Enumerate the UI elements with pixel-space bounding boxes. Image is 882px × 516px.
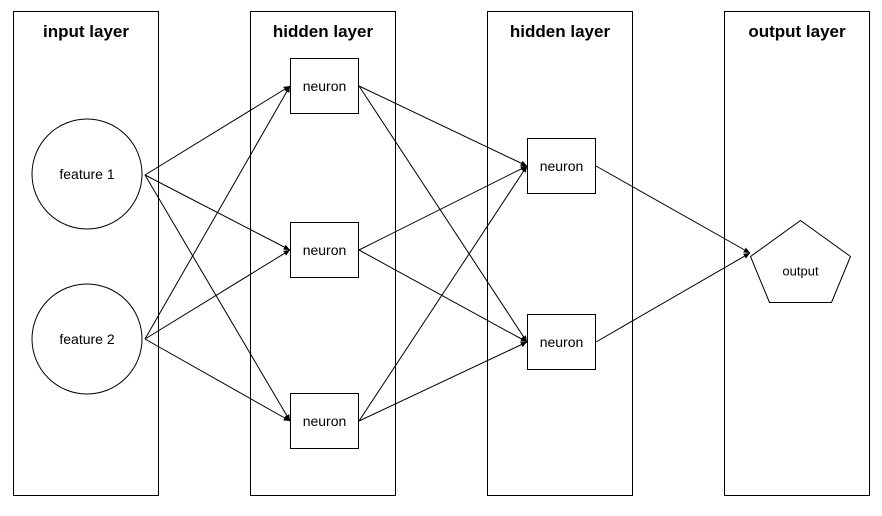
- edge-h1a-to-h2a: [358, 85, 528, 167]
- node-hidden-1-b: neuron: [290, 222, 359, 278]
- layer-title: hidden layer: [273, 22, 374, 41]
- node-label: feature 2: [59, 331, 114, 347]
- node-pentagon: [749, 219, 852, 303]
- layer-title: hidden layer: [510, 22, 611, 41]
- edge-h2b-to-output: [595, 252, 751, 343]
- edge-h1a-to-h2b: [358, 85, 528, 343]
- node-circle: [31, 283, 143, 395]
- node-hidden-1-a: neuron: [290, 58, 359, 114]
- layer-box: [487, 11, 633, 496]
- node-label: neuron: [540, 334, 584, 350]
- connections: [144, 85, 751, 422]
- node-label: neuron: [303, 413, 347, 429]
- edge-feature1-to-h1c: [144, 174, 291, 422]
- node-hidden-2-a: neuron: [527, 138, 596, 194]
- node-hidden-2-b: neuron: [527, 314, 596, 370]
- node-label: feature 1: [59, 166, 114, 182]
- node-box: [290, 58, 359, 114]
- edge-h1b-to-h2a: [358, 165, 528, 251]
- node-label: neuron: [303, 78, 347, 94]
- layer-hidden-2: hidden layer: [487, 11, 633, 496]
- edge-h1c-to-h2a: [358, 165, 528, 422]
- layer-input: input layer: [13, 11, 159, 496]
- node-hidden-1-c: neuron: [290, 393, 359, 449]
- node-box: [527, 138, 596, 194]
- node-box: [290, 222, 359, 278]
- node-box: [527, 314, 596, 370]
- edge-h2a-to-output: [595, 165, 751, 254]
- node-circle: [31, 118, 143, 230]
- edge-h1c-to-h2b: [358, 341, 528, 422]
- edge-h1b-to-h2b: [358, 249, 528, 343]
- node-label: output: [782, 264, 819, 279]
- node-feature-2: feature 2: [31, 283, 143, 395]
- node-box: [290, 393, 359, 449]
- node-label: neuron: [303, 242, 347, 258]
- edge-feature2-to-h1c: [144, 338, 291, 422]
- edge-feature1-to-h1a: [144, 85, 291, 176]
- layer-box: [13, 11, 159, 496]
- edge-feature2-to-h1a: [144, 85, 291, 340]
- layer-title: output layer: [748, 22, 846, 41]
- node-output: output: [749, 219, 852, 303]
- node-label: neuron: [540, 158, 584, 174]
- node-feature-1: feature 1: [31, 118, 143, 230]
- layer-title: input layer: [43, 22, 129, 41]
- edge-feature2-to-h1b: [144, 249, 291, 340]
